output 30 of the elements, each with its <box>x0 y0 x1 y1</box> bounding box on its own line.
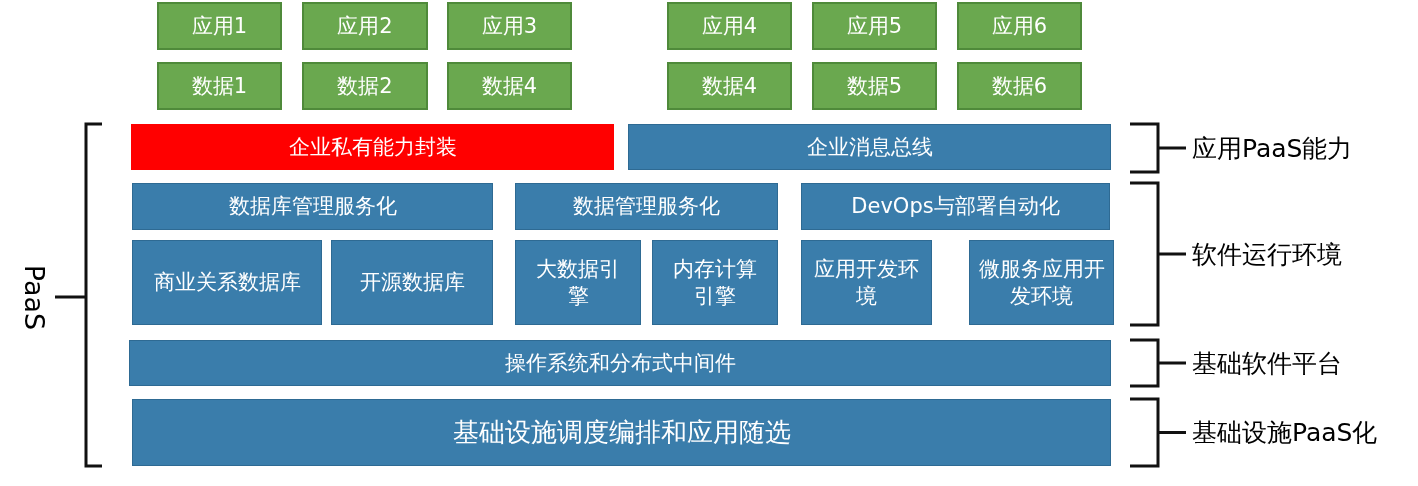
layer-box: 操作系统和分布式中间件 <box>129 340 1111 386</box>
app-box: 应用1 <box>157 2 282 50</box>
layer-box: 数据库管理服务化 <box>132 183 493 230</box>
app-box: 数据4 <box>447 62 572 110</box>
layer-box: 微服务应用开发环境 <box>969 240 1114 325</box>
layer-label: 应用PaaS能力 <box>1192 132 1353 165</box>
layer-box: 基础设施调度编排和应用随选 <box>132 399 1111 466</box>
layer-box: 内存计算引擎 <box>652 240 778 325</box>
layer-label: 基础设施PaaS化 <box>1192 417 1378 449</box>
layer-box: 数据管理服务化 <box>515 183 778 230</box>
layer-label: 软件运行环境 <box>1192 238 1342 271</box>
app-box: 应用5 <box>812 2 937 50</box>
app-box: 应用3 <box>447 2 572 50</box>
layer-box: 开源数据库 <box>331 240 493 325</box>
layer-box: 大数据引擎 <box>515 240 641 325</box>
app-box: 数据4 <box>667 62 792 110</box>
layer-box: DevOps与部署自动化 <box>801 183 1110 230</box>
app-box: 应用6 <box>957 2 1082 50</box>
layer-box: 应用开发环境 <box>801 240 932 325</box>
app-box: 数据2 <box>302 62 428 110</box>
app-box: 数据5 <box>812 62 937 110</box>
app-box: 应用2 <box>302 2 428 50</box>
layer-box: 企业私有能力封装 <box>131 124 614 170</box>
app-box: 应用4 <box>667 2 792 50</box>
layer-label: 基础软件平台 <box>1192 347 1342 380</box>
app-box: 数据1 <box>157 62 282 110</box>
layer-box: 企业消息总线 <box>628 124 1111 170</box>
side-label: PaaS <box>18 264 50 330</box>
layer-box: 商业关系数据库 <box>132 240 322 325</box>
app-box: 数据6 <box>957 62 1082 110</box>
